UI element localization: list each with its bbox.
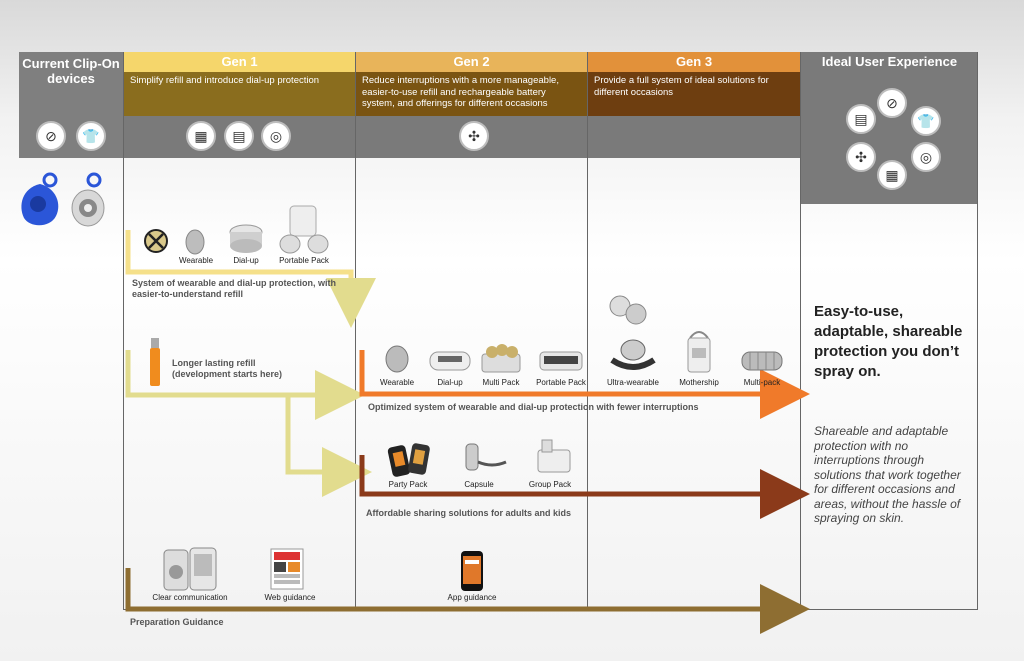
divider-current	[123, 52, 124, 610]
gen1-header: Gen 1	[124, 52, 355, 72]
gen2-wearable-image	[385, 345, 409, 373]
dial-icon: ◎	[261, 121, 291, 151]
gen2-wearable-label: Wearable	[379, 378, 415, 387]
gen1-wearable-label: Wearable	[178, 256, 214, 265]
ideal-header: Ideal User Experience	[801, 52, 978, 72]
gen3-header: Gen 3	[588, 52, 800, 72]
refill-stick-image	[150, 338, 160, 386]
capsule-label: Capsule	[464, 480, 494, 489]
ultra-wearable-top-image	[609, 295, 647, 325]
document-icon: ▤	[224, 121, 254, 151]
gen1-portable-pack-image	[279, 205, 329, 254]
mothership-image	[687, 331, 711, 373]
clear-communication-image	[163, 547, 217, 591]
track3-subtitle: Affordable sharing solutions for adults …	[366, 508, 572, 518]
gen2-dialup-label: Dial-up	[437, 378, 463, 387]
capsule-image	[465, 443, 507, 471]
ultra-wearable-image	[610, 339, 656, 370]
divider-gen3	[800, 52, 801, 610]
group-pack-image	[537, 439, 571, 473]
gen2-portable-pack-label: Portable Pack	[536, 378, 586, 387]
gen1-description: Simplify refill and introduce dial-up pr…	[124, 72, 355, 116]
ideal-dial-icon: ◎	[911, 142, 941, 172]
group-pack-label: Group Pack	[528, 480, 572, 489]
ideal-shirt-icon: 👕	[911, 106, 941, 136]
gen3-multipack-label: Multi-pack	[743, 378, 781, 387]
track2-subtitle: Optimized system of wearable and dial-up…	[368, 402, 699, 412]
track4-label: Preparation Guidance	[130, 617, 224, 627]
ideal-spray-crossed-icon: ⊘	[877, 88, 907, 118]
shirt-icon: 👕	[76, 121, 106, 151]
party-pack-image	[387, 443, 430, 477]
gen1-dialup-image	[229, 224, 263, 253]
app-guidance-image	[461, 551, 483, 591]
gen1-wearable-image	[185, 229, 205, 255]
gen1-portable-pack-label: Portable Pack	[279, 256, 329, 265]
gen2-header: Gen 2	[356, 52, 587, 72]
gen2-portable-pack-image	[539, 351, 583, 371]
wearable-x-image	[144, 229, 168, 253]
gen3-icon-band	[588, 116, 800, 158]
web-guidance-image	[270, 548, 304, 590]
gen2-dialup-image	[429, 351, 471, 371]
ultra-wearable-label: Ultra-wearable	[606, 378, 660, 387]
web-guidance-label: Web guidance	[264, 593, 316, 602]
puzzle-icon: ✣	[459, 121, 489, 151]
mothership-label: Mothership	[679, 378, 719, 387]
gen3-description: Provide a full system of ideal solutions…	[588, 72, 800, 116]
current-devices-header: Current Clip-On devices	[19, 52, 123, 116]
ideal-body: Shareable and adaptable protection with …	[814, 424, 961, 525]
app-guidance-label: App guidance	[447, 593, 497, 602]
divider-ideal	[977, 52, 978, 610]
clear-communication-label: Clear communication	[152, 593, 228, 602]
refill-icon: ▦	[186, 121, 216, 151]
track1-label: System of wearable and dial-up protectio…	[132, 278, 337, 299]
current-device-blue-image	[21, 172, 59, 226]
party-pack-label: Party Pack	[388, 480, 428, 489]
gen2-description: Reduce interruptions with a more managea…	[356, 72, 587, 116]
gen2-multipack-label: Multi Pack	[482, 378, 520, 387]
current-device-white-image	[71, 172, 105, 227]
spray-crossed-icon: ⊘	[36, 121, 66, 151]
gen3-multipack-image	[741, 351, 783, 371]
ideal-puzzle-icon: ✣	[846, 142, 876, 172]
gen1-dialup-label: Dial-up	[233, 256, 259, 265]
divider-gen1	[355, 52, 356, 610]
ideal-refill-icon: ▦	[877, 160, 907, 190]
gen2-multipack-image	[481, 344, 521, 373]
divider-gen2	[587, 52, 588, 610]
track2-label: Longer lasting refill (development start…	[172, 358, 283, 379]
ideal-document-icon: ▤	[846, 104, 876, 134]
ideal-headline: Easy-to-use, adaptable, shareable protec…	[814, 303, 963, 380]
